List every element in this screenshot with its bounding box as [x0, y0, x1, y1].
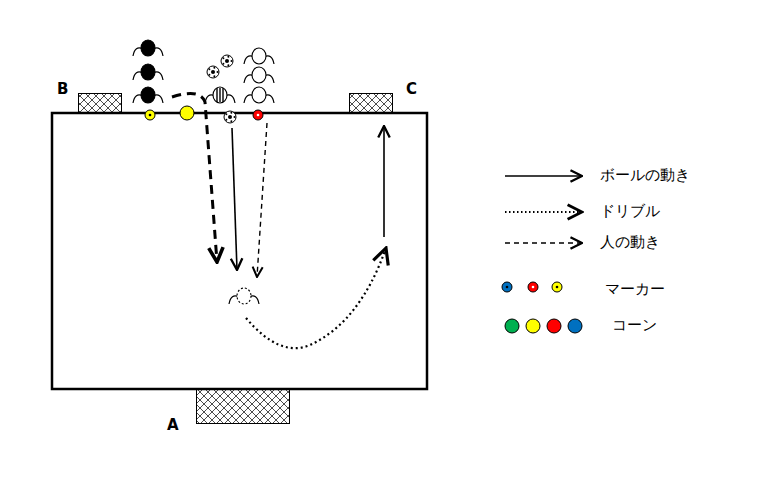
legend-text: 人の動き	[600, 235, 660, 250]
goal-net	[349, 93, 393, 113]
player	[244, 87, 274, 103]
legend-cones	[505, 319, 582, 333]
player	[205, 87, 235, 103]
ball	[207, 66, 219, 78]
legend-text: ボールの動き	[600, 168, 690, 183]
goal-net	[78, 93, 122, 113]
goal-net	[196, 389, 290, 424]
player	[229, 288, 259, 304]
cone	[180, 106, 194, 120]
marker	[253, 110, 263, 120]
goal: C	[349, 93, 393, 113]
legend-line	[505, 175, 582, 177]
player	[133, 87, 163, 103]
goal: B	[78, 93, 122, 113]
player	[133, 64, 163, 80]
marker-dot	[149, 114, 152, 117]
goal-label: C	[406, 82, 417, 97]
field	[52, 113, 427, 389]
legend-text: ドリブル	[600, 204, 660, 219]
player	[133, 40, 163, 56]
ball	[224, 111, 236, 123]
player	[244, 67, 274, 83]
ball	[221, 55, 233, 67]
marker-dot	[257, 114, 260, 117]
goal-label: B	[57, 82, 68, 97]
player	[244, 48, 274, 64]
goal-label: A	[167, 418, 179, 433]
marker	[145, 110, 155, 120]
dribble	[246, 248, 386, 348]
player-run	[172, 93, 217, 262]
legend-markers	[502, 282, 562, 292]
pass	[232, 128, 237, 270]
legend-text: コーン	[612, 318, 657, 333]
shot	[383, 126, 385, 237]
legend-line	[505, 242, 582, 244]
legend-text: マーカー	[605, 282, 665, 297]
player-run	[257, 123, 267, 277]
goal: A	[196, 389, 290, 424]
legend-line	[505, 211, 582, 213]
